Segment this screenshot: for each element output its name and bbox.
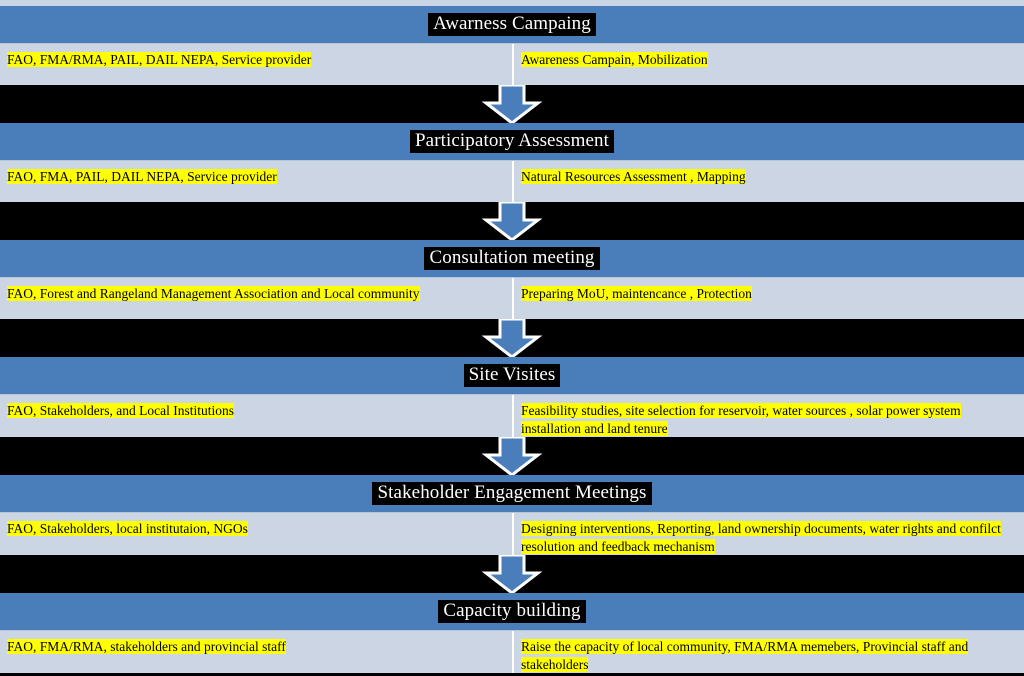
down-arrow-icon — [480, 555, 544, 593]
stage-title: Participatory Assessment — [410, 130, 614, 153]
top-edge-strip — [0, 0, 1024, 6]
stage-actors-cell: FAO, FMA, PAIL, DAIL NEPA, Service provi… — [0, 161, 514, 202]
stage-actors-cell: FAO, FMA/RMA, PAIL, DAIL NEPA, Service p… — [0, 44, 514, 85]
down-arrow-icon — [480, 437, 544, 475]
stage-actors-cell: FAO, FMA/RMA, stakeholders and provincia… — [0, 631, 514, 673]
stage-body: FAO, FMA/RMA, stakeholders and provincia… — [0, 631, 1024, 673]
connector-gap-5 — [0, 555, 1024, 593]
stage-actors-text: FAO, Forest and Rangeland Management Ass… — [7, 286, 420, 301]
stage-actors-cell: FAO, Stakeholders, local institutaion, N… — [0, 513, 514, 555]
stage-participatory-assessment[interactable]: Participatory Assessment FAO, FMA, PAIL,… — [0, 123, 1024, 202]
stage-title: Consultation meeting — [424, 247, 600, 270]
stage-activities-cell: Raise the capacity of local community, F… — [514, 631, 1024, 673]
stage-awareness-campaing[interactable]: Awarness Campaing FAO, FMA/RMA, PAIL, DA… — [0, 6, 1024, 85]
stage-activities-cell: Natural Resources Assessment , Mapping — [514, 161, 1024, 202]
down-arrow-icon — [480, 85, 544, 123]
stage-activities-text: Feasibility studies, site selection for … — [521, 403, 961, 436]
stage-actors-text: FAO, FMA, PAIL, DAIL NEPA, Service provi… — [7, 169, 277, 184]
stage-header-consultation-meeting: Consultation meeting — [0, 240, 1024, 278]
stage-actors-text: FAO, Stakeholders, local institutaion, N… — [7, 521, 248, 536]
stage-header-stakeholder-engagement-meetings: Stakeholder Engagement Meetings — [0, 475, 1024, 513]
stage-header-awareness-campaing: Awarness Campaing — [0, 6, 1024, 44]
stage-actors-text: FAO, Stakeholders, and Local Institution… — [7, 403, 234, 418]
stage-actors-text: FAO, FMA/RMA, PAIL, DAIL NEPA, Service p… — [7, 52, 312, 67]
stage-header-capacity-building: Capacity building — [0, 593, 1024, 631]
stage-body: FAO, FMA/RMA, PAIL, DAIL NEPA, Service p… — [0, 44, 1024, 85]
stage-stakeholder-engagement-meetings[interactable]: Stakeholder Engagement Meetings FAO, Sta… — [0, 475, 1024, 555]
stage-activities-text: Raise the capacity of local community, F… — [521, 639, 969, 672]
stage-site-visites[interactable]: Site Visites FAO, Stakeholders, and Loca… — [0, 357, 1024, 437]
stage-body: FAO, Forest and Rangeland Management Ass… — [0, 278, 1024, 319]
stage-activities-text: Designing interventions, Reporting, land… — [521, 521, 1001, 554]
stage-activities-text: Awareness Campain, Mobilization — [521, 52, 708, 67]
connector-gap-4 — [0, 437, 1024, 475]
stage-activities-cell: Feasibility studies, site selection for … — [514, 395, 1024, 437]
stage-actors-cell: FAO, Stakeholders, and Local Institution… — [0, 395, 514, 437]
down-arrow-icon — [480, 202, 544, 240]
stage-header-participatory-assessment: Participatory Assessment — [0, 123, 1024, 161]
stage-title: Awarness Campaing — [428, 13, 596, 36]
stage-activities-cell: Preparing MoU, maintencance , Protection — [514, 278, 1024, 319]
stage-consultation-meeting[interactable]: Consultation meeting FAO, Forest and Ran… — [0, 240, 1024, 319]
stage-activities-cell: Awareness Campain, Mobilization — [514, 44, 1024, 85]
connector-gap-3 — [0, 319, 1024, 357]
connector-gap-2 — [0, 202, 1024, 240]
stage-actors-cell: FAO, Forest and Rangeland Management Ass… — [0, 278, 514, 319]
stage-activities-text: Natural Resources Assessment , Mapping — [521, 169, 746, 184]
stage-capacity-building[interactable]: Capacity building FAO, FMA/RMA, stakehol… — [0, 593, 1024, 673]
stage-body: FAO, Stakeholders, and Local Institution… — [0, 395, 1024, 437]
stage-title: Capacity building — [438, 600, 586, 623]
stage-header-site-visites: Site Visites — [0, 357, 1024, 395]
stage-actors-text: FAO, FMA/RMA, stakeholders and provincia… — [7, 639, 286, 654]
stage-activities-cell: Designing interventions, Reporting, land… — [514, 513, 1024, 555]
connector-gap-1 — [0, 85, 1024, 123]
stage-body: FAO, FMA, PAIL, DAIL NEPA, Service provi… — [0, 161, 1024, 202]
stage-title: Site Visites — [463, 364, 561, 387]
stage-title: Stakeholder Engagement Meetings — [372, 482, 652, 505]
down-arrow-icon — [480, 319, 544, 357]
stage-body: FAO, Stakeholders, local institutaion, N… — [0, 513, 1024, 555]
stage-activities-text: Preparing MoU, maintencance , Protection — [521, 286, 752, 301]
